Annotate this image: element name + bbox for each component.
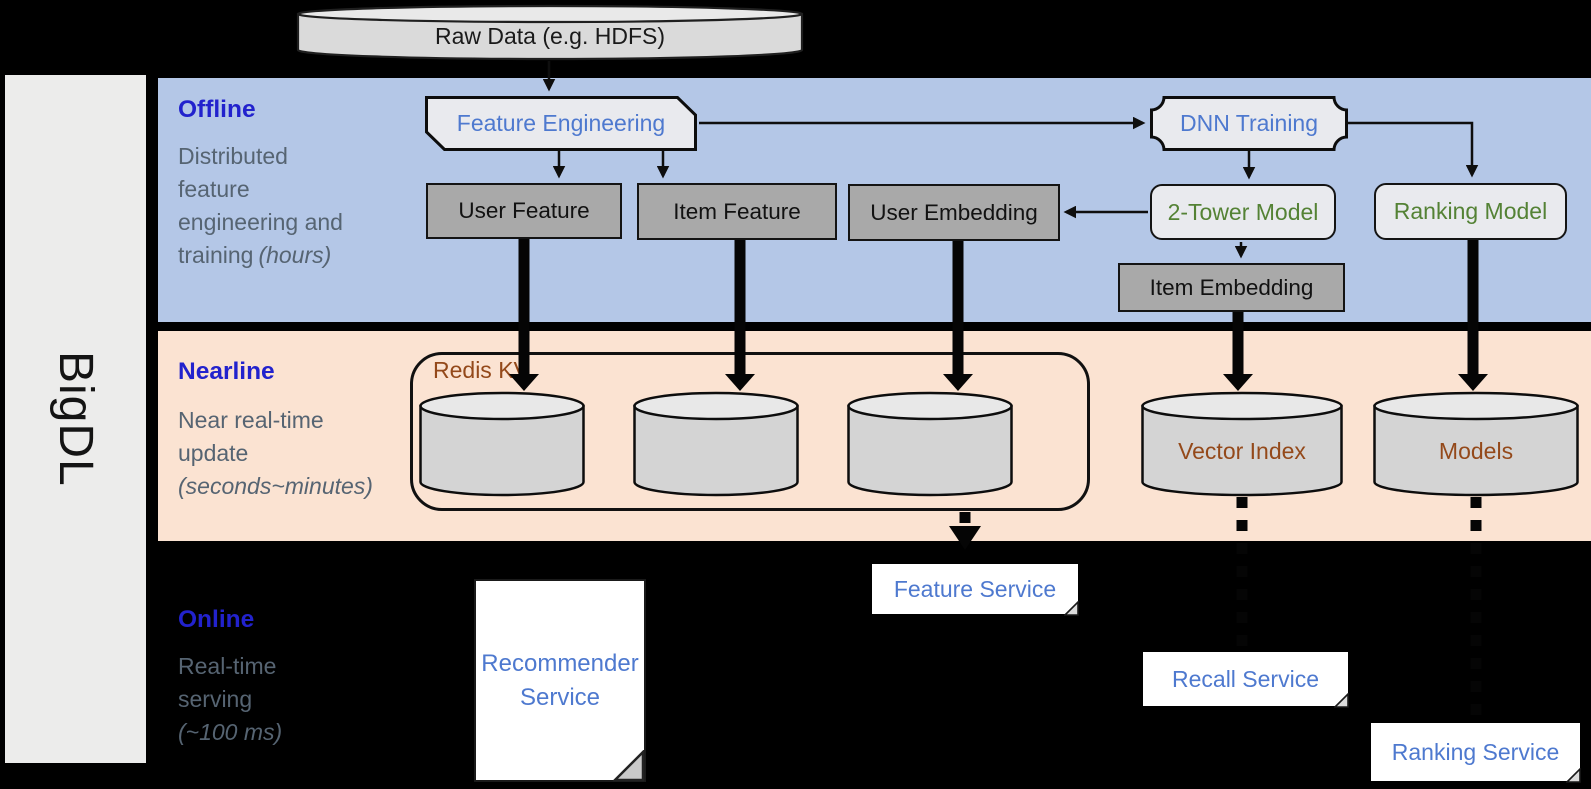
redis-cylinder-2 bbox=[632, 391, 800, 497]
dashed-arrows bbox=[949, 497, 1482, 719]
folded-corner-icon bbox=[1334, 693, 1349, 708]
snip-corner-shape-icon bbox=[425, 96, 697, 151]
database-cylinder-icon bbox=[1373, 391, 1579, 497]
recommender-service-node: Recommender Service bbox=[474, 579, 646, 782]
nearline-description: Near real-time update (seconds~minutes) bbox=[178, 407, 373, 499]
dnn-training-node: DNN Training bbox=[1150, 96, 1348, 151]
database-cylinder-icon bbox=[419, 391, 585, 497]
recommender-service-label: Recommender Service bbox=[481, 649, 639, 711]
database-cylinder-icon bbox=[1141, 391, 1343, 497]
online-description: Real-time serving (~100 ms) bbox=[178, 653, 283, 745]
offline-title: Offline bbox=[178, 96, 256, 123]
user-feature-node: User Feature bbox=[426, 183, 622, 239]
folded-corner-icon bbox=[613, 750, 645, 782]
bigdl-logo-text: BigDL bbox=[49, 351, 102, 487]
redis-cylinder-3 bbox=[846, 391, 1014, 497]
ranking-service-node: Ranking Service bbox=[1371, 723, 1581, 783]
vector-index-label: Vector Index bbox=[1178, 437, 1306, 464]
redis-kv-container bbox=[410, 352, 1090, 511]
offline-description: Distributed feature engineering and trai… bbox=[178, 143, 343, 268]
feature-engineering-label: Feature Engineering bbox=[456, 110, 666, 136]
folded-corner-icon bbox=[1566, 768, 1581, 783]
models-store: Models bbox=[1372, 391, 1580, 497]
ranking-model-node: Ranking Model bbox=[1374, 183, 1567, 240]
online-title: Online bbox=[178, 606, 255, 633]
folded-corner-icon bbox=[1064, 601, 1079, 616]
nearline-title: Nearline bbox=[178, 358, 275, 385]
database-cylinder-icon bbox=[847, 391, 1013, 497]
thick-arrows bbox=[509, 239, 1488, 391]
feature-service-label: Feature Service bbox=[893, 575, 1057, 602]
redis-cylinder-1 bbox=[418, 391, 586, 497]
feature-engineering-node: Feature Engineering bbox=[425, 96, 697, 151]
redis-kv-label: Redis KV bbox=[433, 357, 529, 383]
ranking-service-label: Ranking Service bbox=[1391, 738, 1560, 765]
database-cylinder-icon bbox=[296, 4, 804, 61]
two-tower-model-node: 2-Tower Model bbox=[1150, 184, 1336, 240]
item-embedding-node: Item Embedding bbox=[1118, 263, 1345, 312]
item-feature-node: Item Feature bbox=[637, 183, 837, 240]
feature-service-node: Feature Service bbox=[872, 564, 1079, 616]
plaque-shape-icon bbox=[1150, 96, 1348, 151]
dnn-training-label: DNN Training bbox=[1179, 110, 1319, 136]
raw-data-store: Raw Data (e.g. HDFS) bbox=[295, 4, 805, 61]
models-label: Models bbox=[1438, 437, 1514, 464]
recall-service-node: Recall Service bbox=[1143, 652, 1349, 708]
bigdl-sidebar: BigDL bbox=[5, 75, 146, 763]
recall-service-label: Recall Service bbox=[1172, 665, 1319, 692]
raw-data-label: Raw Data (e.g. HDFS) bbox=[434, 23, 666, 49]
database-cylinder-icon bbox=[633, 391, 799, 497]
thin-arrows bbox=[542, 61, 1479, 259]
user-embedding-node: User Embedding bbox=[848, 184, 1060, 241]
vector-index-store: Vector Index bbox=[1140, 391, 1344, 497]
